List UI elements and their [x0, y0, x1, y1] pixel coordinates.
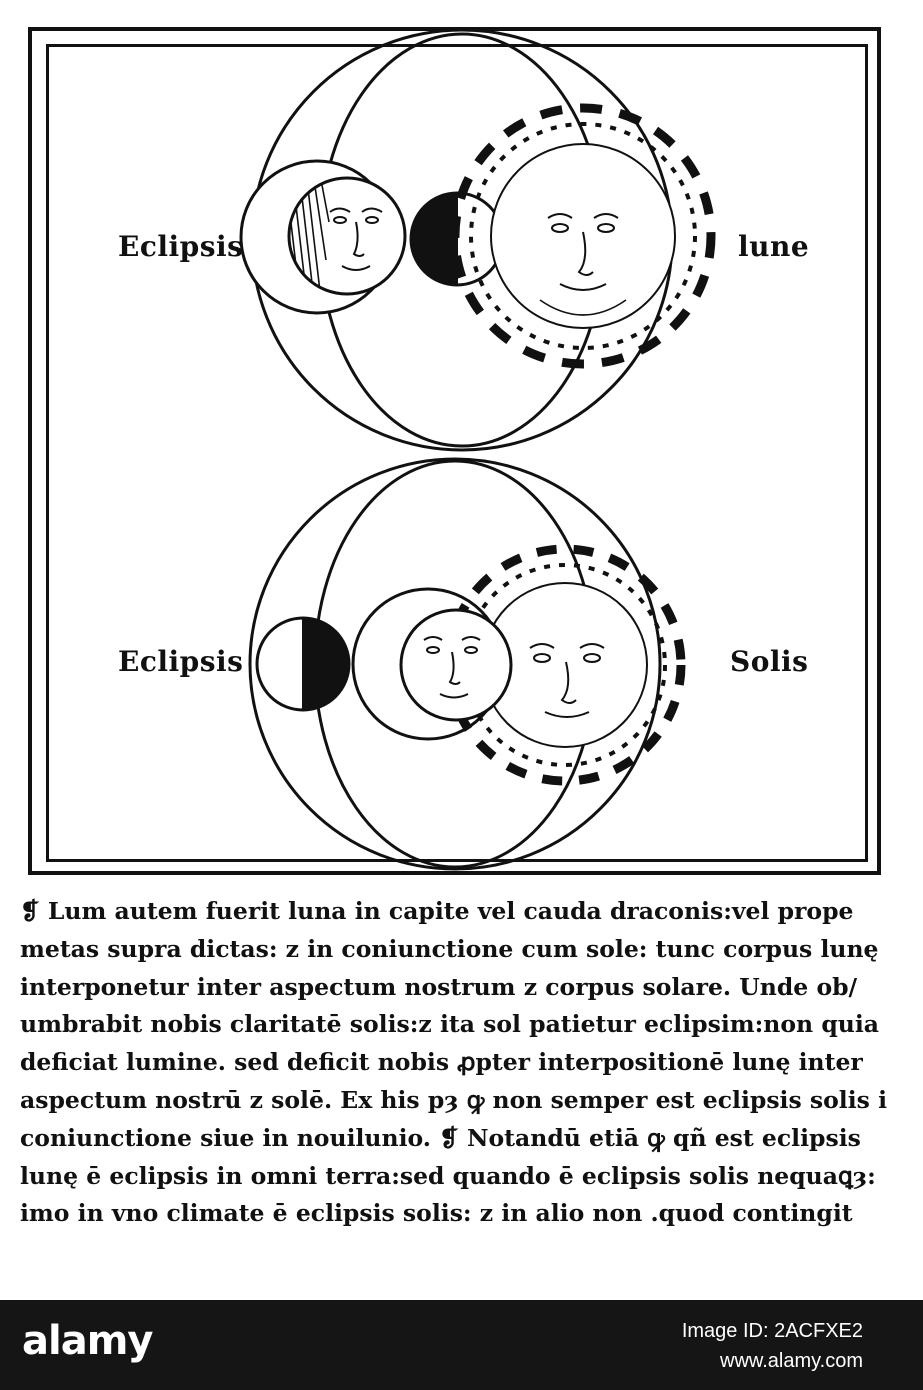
image-id-text: Image ID: 2ACFXE2 [681, 1320, 863, 1342]
text-line: ❡ Lum autem fuerit luna in capite vel ca… [20, 897, 854, 925]
half-shaded-earth-icon [409, 191, 505, 287]
text-line: imo in vno climate ē eclipsis solis: z i… [20, 1199, 853, 1228]
stock-watermark-footer: alamy Image ID: 2ACFXE2 www.alamy.com [0, 1300, 923, 1390]
eclipse-woodcut-illustration [239, 28, 716, 871]
text-line: coniunctione siue in nouilunio. ❡ Notand… [20, 1123, 861, 1152]
lower-left-label: Eclipsis [118, 645, 244, 678]
moon-face-icon [287, 176, 407, 296]
sun-face-icon [444, 544, 686, 786]
upper-right-label: lune [738, 230, 810, 263]
moon-face-icon [399, 608, 513, 722]
footer-url-text: www.alamy.com [720, 1350, 863, 1372]
text-line: deficiat lumine. sed deficit nobis ꝓpter… [20, 1048, 863, 1077]
text-line: interponetur inter aspectum nostrum z co… [20, 972, 858, 1001]
inner-border [46, 44, 868, 862]
upper-left-label: Eclipsis [118, 230, 244, 263]
lower-right-label: Solis [730, 645, 809, 678]
text-line: aspectum nostrū z solē. Ex his pȝ ꝙ non … [20, 1085, 887, 1114]
woodcut-page: Eclipsis lune Eclipsis Solis ❡ Lum autem… [20, 27, 906, 1233]
solar-eclipse-diagram [248, 457, 686, 871]
text-line: lunę ē eclipsis in omni terra:sed quando… [20, 1161, 876, 1190]
half-shaded-earth-icon [255, 616, 351, 712]
lower-orbit-circle [248, 457, 662, 871]
alamy-logo: alamy [22, 1318, 153, 1364]
text-line: umbrabit nobis claritatē solis:z ita sol… [20, 1010, 879, 1039]
sun-face-icon [450, 103, 716, 369]
text-line: metas supra dictas: z in coniunctione cu… [20, 934, 879, 963]
latin-text-block: ❡ Lum autem fuerit luna in capite vel ca… [20, 893, 906, 1233]
lunar-eclipse-diagram [239, 28, 716, 452]
